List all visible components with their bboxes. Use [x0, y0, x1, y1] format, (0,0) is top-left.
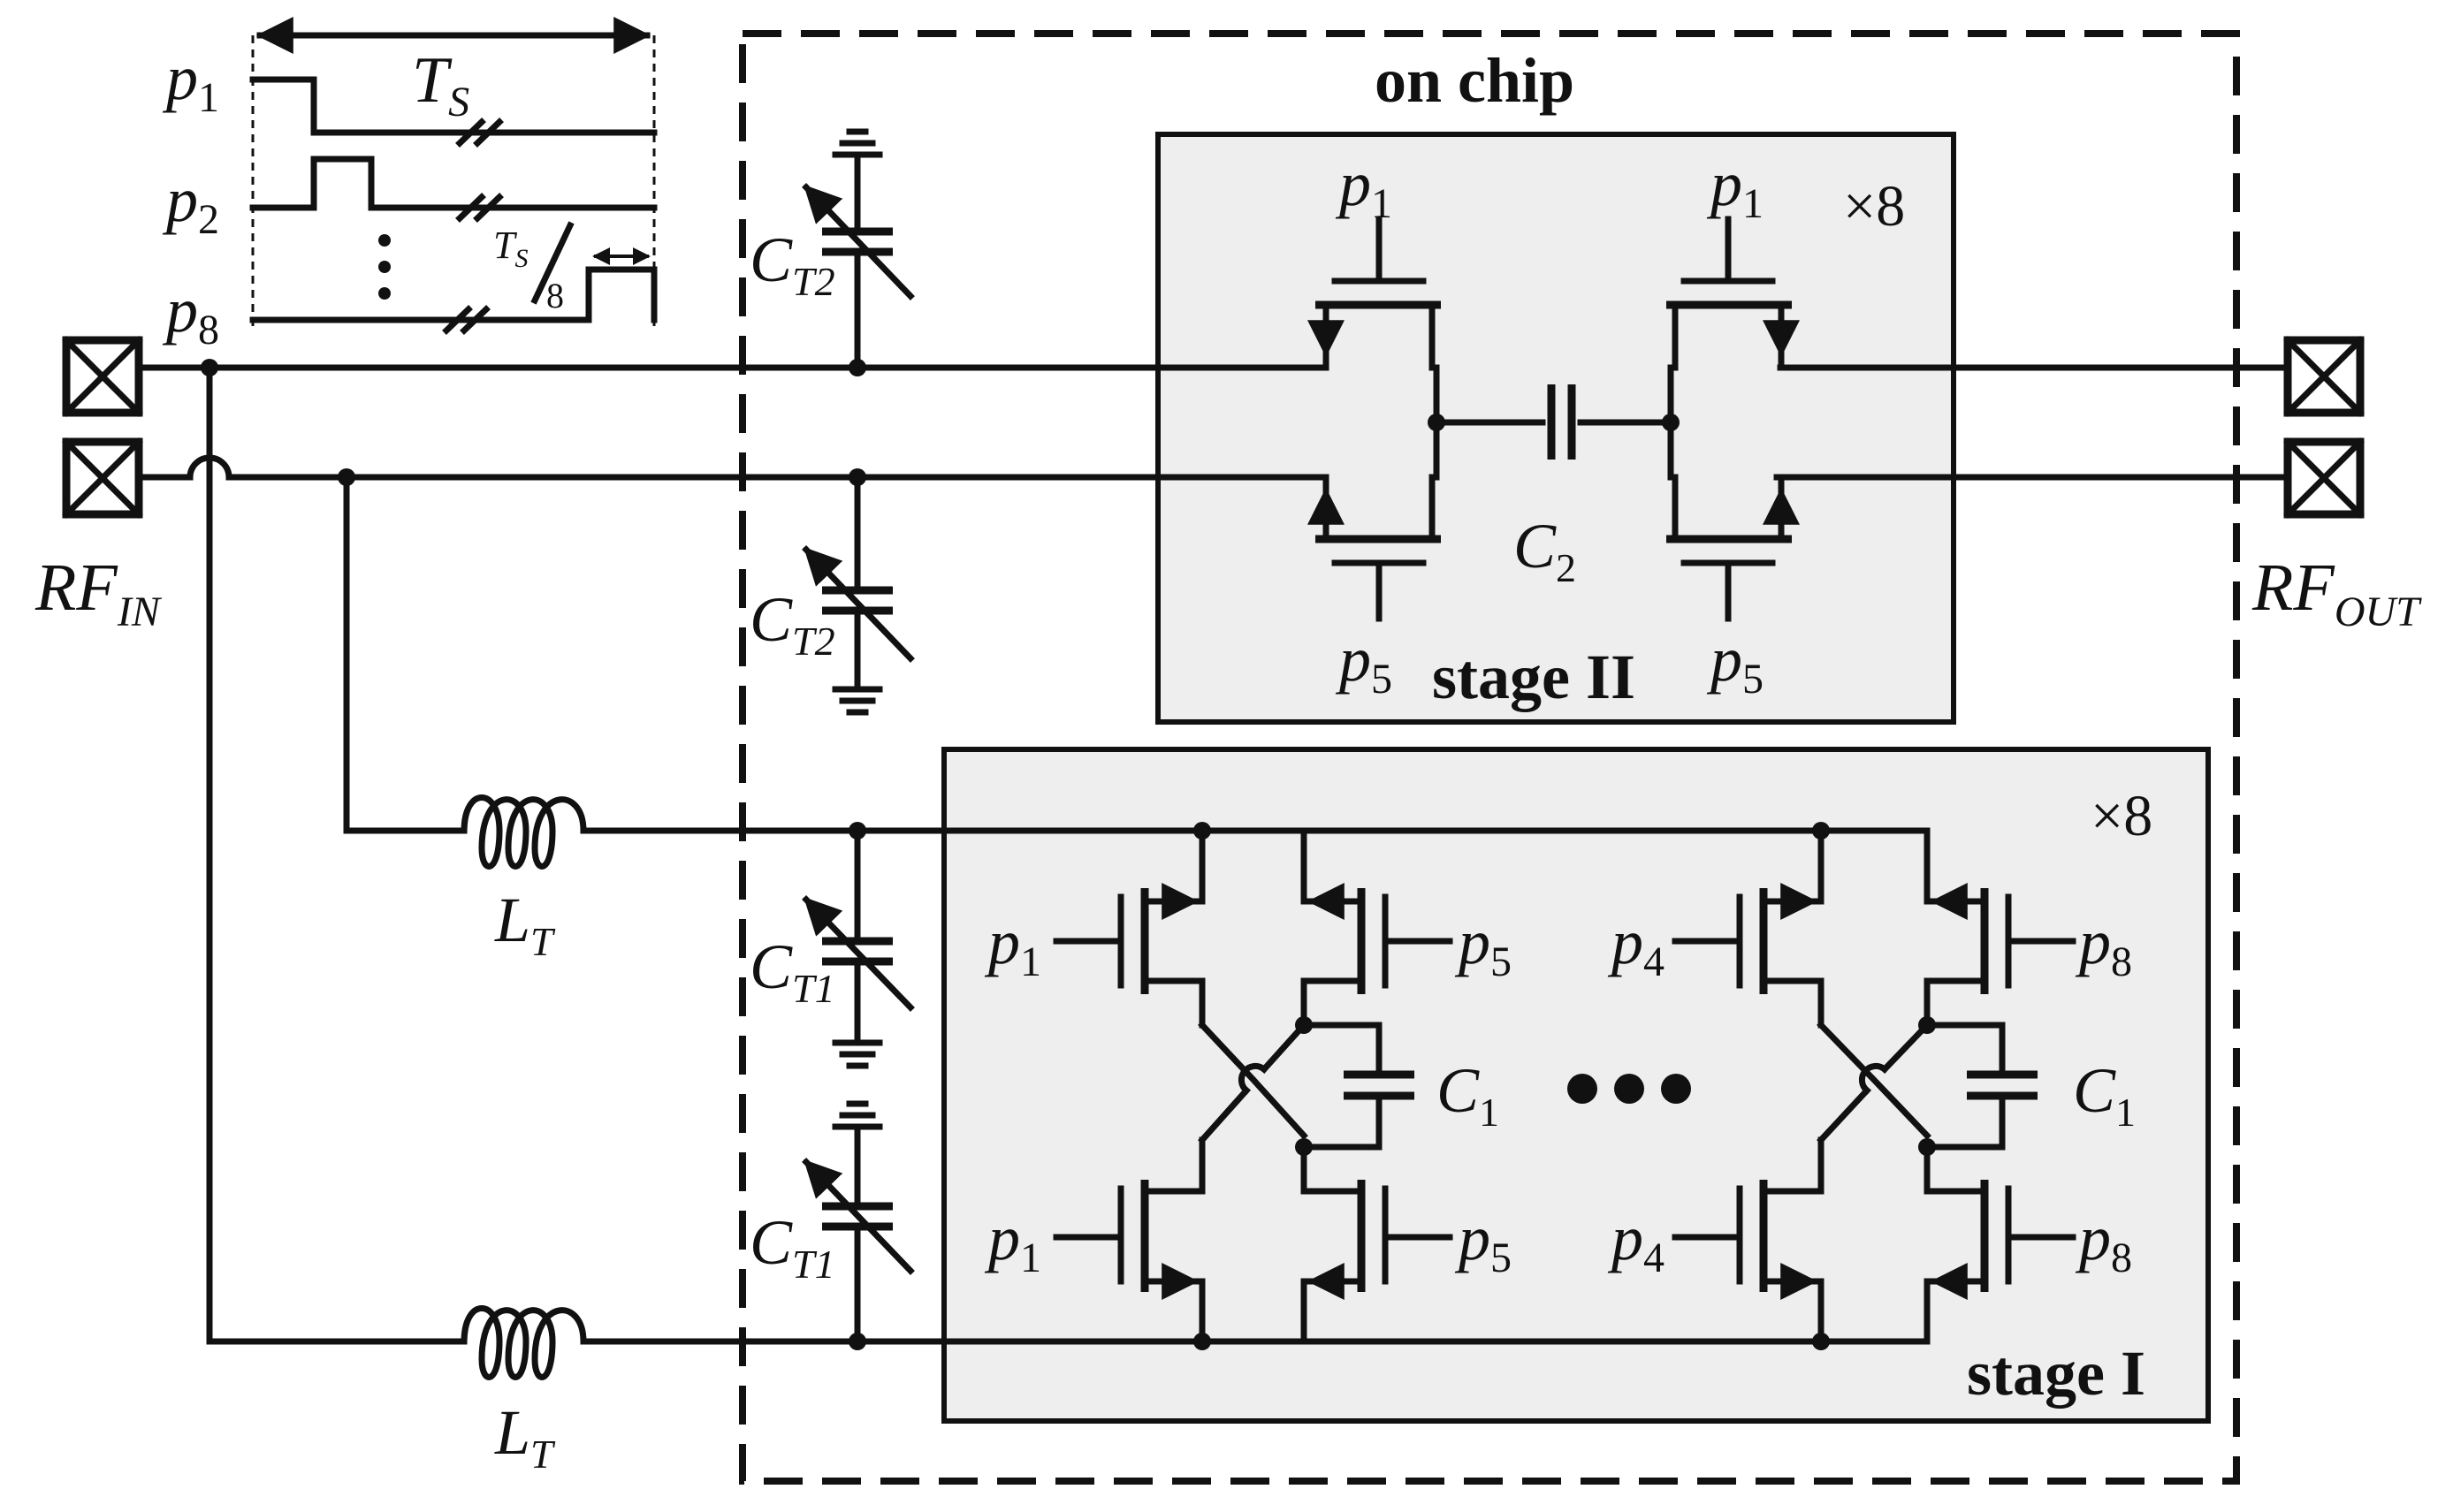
- tunable-cap-ct2-bottom: [802, 468, 915, 716]
- svg-text:p2: p2: [162, 164, 219, 243]
- svg-text:p4: p4: [1607, 1203, 1665, 1281]
- rf-in-label: RFIN: [34, 551, 163, 635]
- tunable-cap-ct1-bottom: [802, 1100, 915, 1350]
- svg-text:p5: p5: [1706, 624, 1764, 703]
- stage-i-label: stage I: [1967, 1338, 2145, 1409]
- svg-text:CT2: CT2: [750, 584, 835, 664]
- svg-text:p8: p8: [162, 275, 219, 353]
- svg-text:p5: p5: [1335, 624, 1392, 703]
- lt-upper-label: LT: [494, 885, 556, 964]
- svg-text:p5: p5: [1454, 907, 1512, 985]
- stage-i-cell-8: [1672, 822, 2076, 1350]
- stage-i-cell-1: [1053, 822, 1825, 1350]
- stage-ii-mult: ×8: [1843, 174, 1905, 239]
- svg-text:p8: p8: [2075, 1203, 2132, 1281]
- svg-text:p1: p1: [984, 907, 1041, 985]
- tunable-cap-ct2-top: [802, 128, 915, 376]
- stage-i-mult: ×8: [2091, 784, 2152, 848]
- stage-ii-label: stage II: [1432, 642, 1635, 712]
- svg-text:CT1: CT1: [750, 931, 835, 1011]
- svg-text:p8: p8: [2075, 907, 2132, 985]
- on-chip-label: on chip: [1375, 45, 1574, 116]
- ts-label: TS: [412, 44, 469, 125]
- svg-text:p1: p1: [984, 1203, 1041, 1281]
- tunable-cap-ct1-top: [802, 822, 915, 1069]
- svg-text:CT1: CT1: [750, 1207, 835, 1287]
- on-chip-boundary: [739, 30, 2240, 1485]
- stage-ii-switch-network: [1305, 216, 1800, 622]
- svg-text:p4: p4: [1607, 907, 1665, 985]
- svg-text:8: 8: [546, 276, 564, 315]
- ellipsis-dots: [1567, 1074, 1691, 1104]
- svg-text:TS: TS: [493, 224, 528, 273]
- svg-text:p1: p1: [162, 42, 219, 121]
- timing-diagram: [249, 17, 658, 335]
- inductor-lt-upper: [452, 794, 613, 870]
- inductor-lt-lower: [452, 1305, 613, 1380]
- rf-out-label: RFOUT: [2251, 551, 2422, 635]
- svg-text:C2: C2: [1513, 511, 1576, 590]
- stage-ii-box: [1155, 132, 1956, 725]
- lt-lower-label: LT: [494, 1397, 556, 1477]
- svg-text:p1: p1: [1335, 148, 1392, 227]
- svg-text:p1: p1: [1706, 148, 1764, 227]
- main-wiring: [135, 359, 2291, 1345]
- svg-text:C1: C1: [1436, 1055, 1499, 1135]
- svg-text:CT2: CT2: [750, 224, 835, 304]
- svg-text:C1: C1: [2073, 1055, 2136, 1135]
- svg-text:p5: p5: [1454, 1203, 1512, 1281]
- rf-in-pads: [62, 336, 143, 519]
- rf-out-pads: [2283, 336, 2365, 519]
